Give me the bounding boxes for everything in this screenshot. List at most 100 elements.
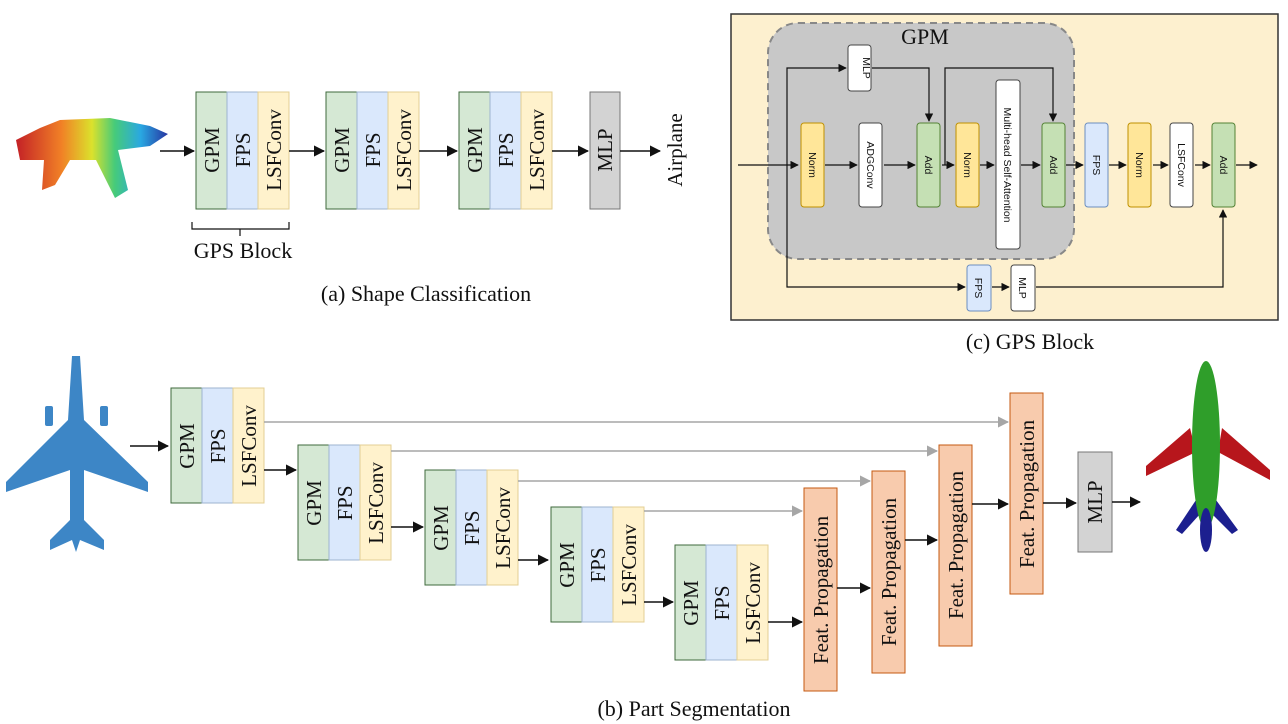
gpm-label: GPM (555, 542, 579, 588)
adgconv-box (858, 122, 883, 208)
fps-box (489, 91, 522, 210)
norm-label: Norm (961, 152, 973, 178)
output-class-label: Airplane (663, 113, 687, 186)
gps-block-b2: GPM FPS LSFConv (297, 444, 392, 561)
panel-b-caption: (b) Part Segmentation (597, 696, 790, 721)
fps-label: FPS (361, 132, 385, 167)
gpm-box (674, 544, 707, 661)
fps-label: FPS (333, 485, 357, 520)
feat-propagation-box (938, 444, 973, 647)
mlp-box (847, 44, 872, 92)
lsfconv-box (232, 387, 265, 504)
lsfconv-label: LSFConv (237, 405, 261, 487)
attention-box (995, 79, 1021, 250)
gps-block-label: GPS Block (194, 238, 292, 263)
attention-label: Multi-head Self-Attention (1001, 108, 1013, 223)
add-box (1041, 122, 1066, 208)
panel-c-gps-block: GPM MLP Norm ADGConv Add Norm (730, 13, 1279, 354)
gpm-box (325, 91, 358, 210)
mlp-label: MLP (1016, 277, 1028, 299)
mlp-label: MLP (1083, 480, 1107, 523)
fps-label: FPS (586, 547, 610, 582)
mlp-label: MLP (860, 57, 872, 79)
lsfconv-box (257, 91, 290, 210)
feat-propagation-box (1009, 392, 1044, 595)
lsfconv-label: LSFConv (491, 487, 515, 569)
feat-propagation-box (871, 470, 906, 674)
gps-block-b3: GPM FPS LSFConv (424, 469, 519, 586)
gpm-label: GPM (330, 127, 354, 173)
gpm-box (297, 444, 330, 561)
add-label: Add (1217, 156, 1229, 175)
lsfconv-box (736, 544, 769, 661)
fps-box (966, 264, 992, 312)
gpm-label: GPM (463, 127, 487, 173)
fps-box (201, 387, 234, 504)
add-label: Add (1047, 156, 1059, 175)
gpm-box (550, 506, 583, 623)
fps-label: FPS (231, 132, 255, 167)
add-box (1211, 122, 1236, 208)
feat-propagation-label: Feat. Propagation (944, 470, 968, 619)
feat-propagation-label: Feat. Propagation (809, 515, 833, 664)
feat-propagation-label: Feat. Propagation (877, 497, 901, 646)
mlp-box (589, 91, 621, 210)
fps-label: FPS (710, 585, 734, 620)
mlp-box (1010, 264, 1036, 312)
lsfconv-box (359, 444, 392, 561)
fps-box (705, 544, 738, 661)
arrow (944, 67, 1058, 165)
fps-label: FPS (1090, 155, 1102, 175)
norm-box (800, 122, 825, 208)
mlp-label: MLP (593, 128, 617, 171)
arrow (872, 67, 934, 122)
gpm-box (170, 387, 203, 504)
panel-b-part-segmentation: GPM FPS LSFConv GPM FPS LSFConv GPM FPS … (6, 356, 1270, 721)
gps-block-a2: GPM FPS LSFConv (325, 91, 420, 210)
fps-box (226, 91, 259, 210)
lsfconv-label: LSFConv (262, 109, 286, 191)
panel-a-shape-classification: GPM FPS LSFConv GPS Block GPM FPS LSFCon… (16, 91, 687, 306)
panel-c-caption: (c) GPS Block (966, 329, 1094, 354)
fps-label: FPS (206, 428, 230, 463)
lsfconv-label: LSFConv (364, 462, 388, 544)
gpm-label: GPM (679, 580, 703, 626)
gps-block-a3: GPM FPS LSFConv (458, 91, 553, 210)
lsfconv-label: LSFConv (617, 524, 641, 606)
lsfconv-box (612, 506, 645, 623)
fps-box (1084, 122, 1109, 208)
fps-label: FPS (494, 132, 518, 167)
gpm-label: GPM (175, 423, 199, 469)
lsfconv-box (486, 469, 519, 586)
lsfconv-box (520, 91, 553, 210)
arrow (786, 165, 966, 292)
lsfconv-box (1169, 122, 1194, 208)
fps-label: FPS (972, 278, 984, 298)
gpm-label: GPM (429, 505, 453, 551)
norm-label: Norm (806, 152, 818, 178)
feat-propagation-label: Feat. Propagation (1015, 419, 1039, 568)
fps-box (581, 506, 614, 623)
arrow (786, 63, 847, 165)
gps-block-b1: GPM FPS LSFConv (170, 387, 265, 504)
gps-block-b4: GPM FPS LSFConv (550, 506, 645, 623)
add-box (916, 122, 941, 208)
gps-block-a1: GPM FPS LSFConv (195, 91, 290, 210)
panel-a-caption: (a) Shape Classification (321, 281, 531, 306)
norm-box (1127, 122, 1152, 208)
norm-box (955, 122, 980, 208)
fps-label: FPS (460, 510, 484, 545)
add-label: Add (922, 156, 934, 175)
norm-label: Norm (1133, 152, 1145, 178)
lsfconv-box (387, 91, 420, 210)
gpm-label: GPM (302, 480, 326, 526)
segmented-airplane-point-cloud-icon (1146, 361, 1270, 552)
arrow (1036, 209, 1228, 288)
gps-block-bracket (191, 222, 290, 236)
gpm-region-title: GPM (901, 24, 949, 49)
rainbow-airplane-point-cloud-icon (16, 118, 168, 198)
gps-block-b5: GPM FPS LSFConv (674, 544, 769, 661)
mlp-box (1077, 451, 1113, 553)
blue-airplane-point-cloud-icon (6, 356, 148, 552)
